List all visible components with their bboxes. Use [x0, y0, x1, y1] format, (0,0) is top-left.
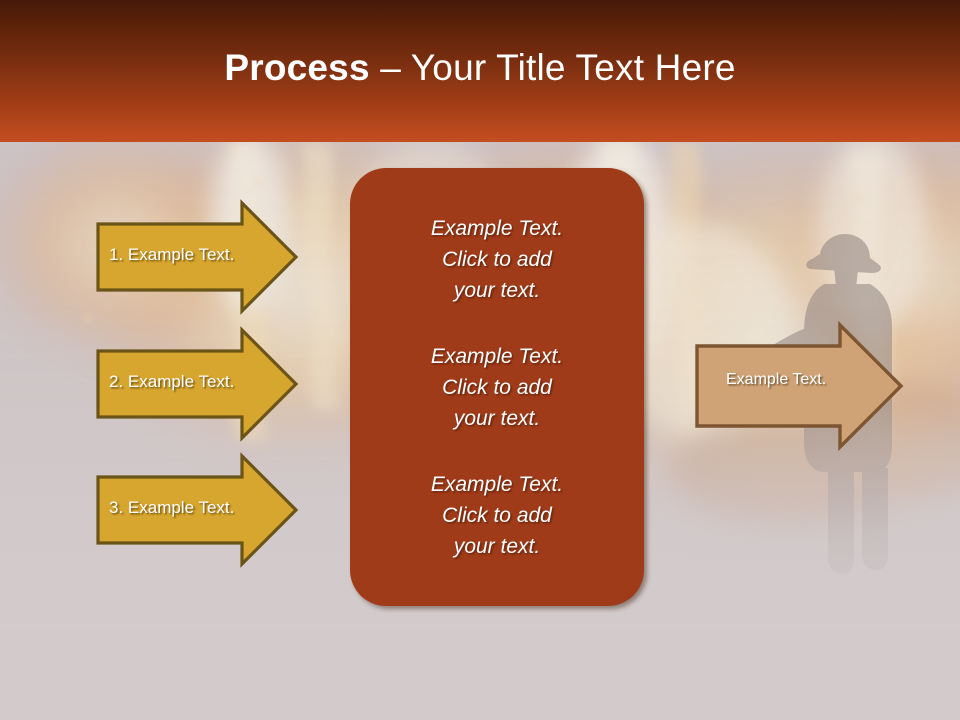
page-title: Process – Your Title Text Here: [0, 46, 960, 90]
center-text-block-3: Example Text. Click to add your text.: [430, 472, 564, 558]
slide-title-band: Process – Your Title Text Here: [0, 0, 960, 142]
process-input-arrow-1[interactable]: 1. Example Text.: [95, 199, 301, 315]
process-input-arrow-2[interactable]: 2. Example Text.: [95, 326, 301, 442]
page-title-bold: Process: [224, 47, 370, 88]
center-text-block-1: Example Text. Click to add your text.: [430, 216, 564, 302]
center-text-block-2: Example Text. Click to add your text.: [430, 344, 564, 430]
arrow-shape: [695, 320, 904, 452]
process-input-arrow-3[interactable]: 3. Example Text.: [95, 452, 301, 568]
page-title-rest: – Your Title Text Here: [369, 47, 736, 88]
process-center-box[interactable]: Example Text. Click to add your text. Ex…: [350, 168, 644, 606]
arrow-shape: [96, 326, 299, 442]
process-output-arrow[interactable]: Example Text.: [694, 320, 906, 452]
arrow-shape: [96, 199, 299, 315]
arrow-shape: [96, 452, 299, 568]
